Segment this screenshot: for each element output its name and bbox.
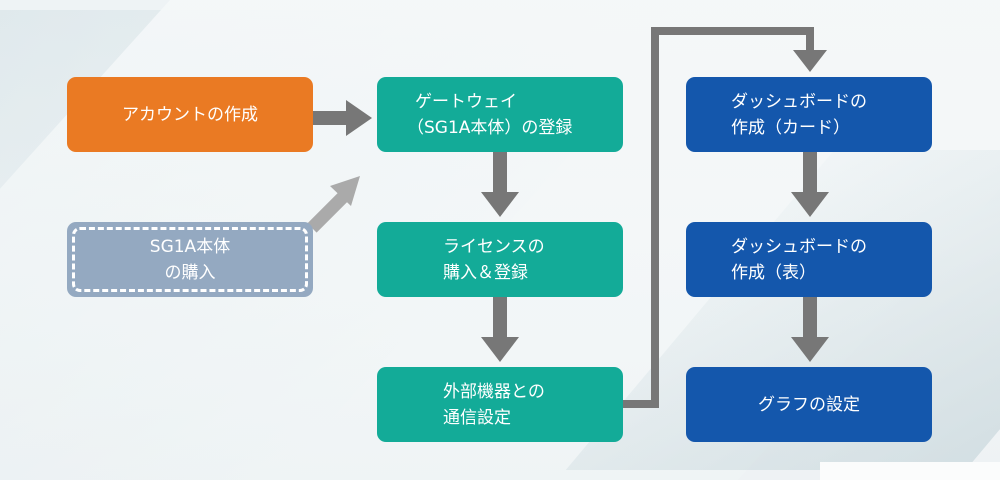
node-label: ゲートウェイ [415,91,517,112]
node-label: 通信設定 [443,407,511,428]
node-external-device-settings: 外部機器との 通信設定 [377,367,623,442]
arrow-purchase-to-gateway [307,176,360,233]
node-account-creation: アカウントの作成 [67,77,313,152]
node-label: SG1A本体 [149,236,231,257]
node-label: の購入 [164,262,216,283]
arrow-license-to-external [481,295,519,362]
node-dashboard-table: ダッシュボードの 作成（表） [686,222,932,297]
node-label: アカウントの作成 [122,104,258,125]
arrow-dashboard-card-to-table [791,150,829,217]
node-label: グラフの設定 [758,394,860,415]
node-label: ダッシュボードの [731,91,867,112]
arrow-dashboard-table-to-graph [791,295,829,362]
node-license-purchase: ライセンスの 購入＆登録 [377,222,623,297]
arrow-external-to-dashboard-card [622,27,827,408]
background-shape [820,462,1000,480]
node-label: 作成（表） [731,262,816,283]
node-gateway-registration: ゲートウェイ （SG1A本体）の登録 [377,77,623,152]
node-label: ライセンスの [443,236,545,257]
node-label: ダッシュボードの [731,236,867,257]
node-graph-settings: グラフの設定 [686,367,932,442]
node-label: 作成（カード） [731,117,850,138]
arrow-account-to-gateway [312,100,372,136]
arrow-gateway-to-license [481,150,519,217]
node-sg1a-purchase: SG1A本体 の購入 [67,222,313,297]
node-dashboard-card: ダッシュボードの 作成（カード） [686,77,932,152]
node-label: （SG1A本体）の登録 [407,117,573,138]
node-label: 外部機器との [443,381,545,402]
node-label: 購入＆登録 [443,262,528,283]
